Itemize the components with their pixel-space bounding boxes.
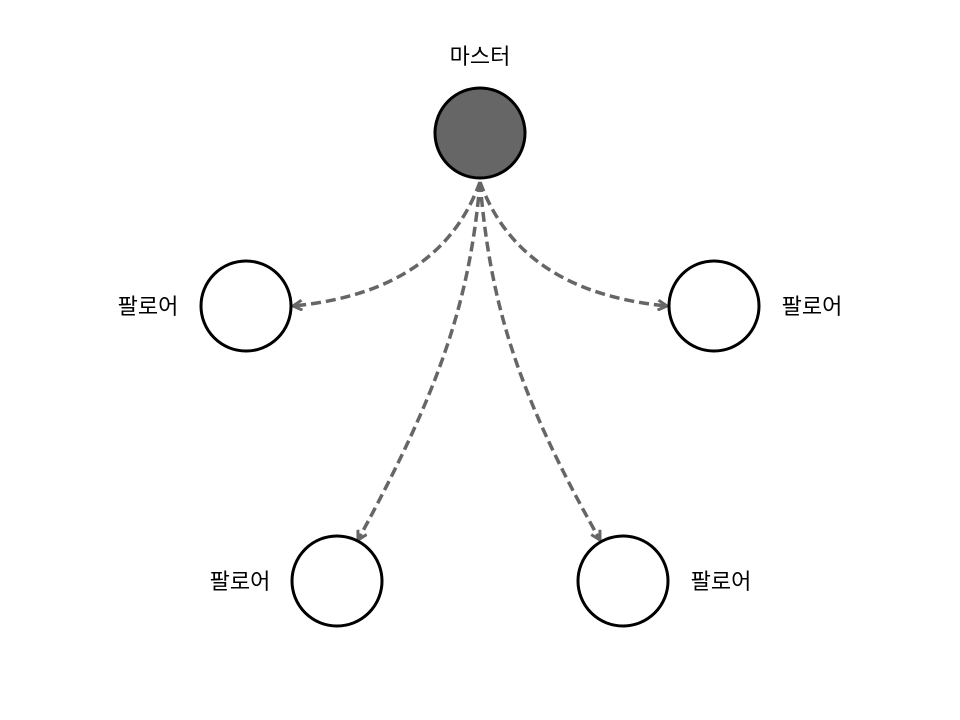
follower-node-bottom-left xyxy=(290,534,384,628)
master-node xyxy=(433,86,527,180)
follower-label-right: 팔로어 xyxy=(781,295,843,320)
follower-node-bottom-right xyxy=(576,534,670,628)
follower-node-right xyxy=(667,259,761,353)
master-label: 마스터 xyxy=(449,45,511,70)
arrow-to-follower-bottom-right xyxy=(478,181,602,540)
follower-label-bottom-left: 팔로어 xyxy=(209,570,271,595)
arrow-to-follower-right xyxy=(478,181,667,306)
follower-label-left: 팔로어 xyxy=(117,295,179,320)
follower-node-left xyxy=(199,259,293,353)
arrow-to-follower-left xyxy=(293,181,482,306)
follower-label-bottom-right: 팔로어 xyxy=(690,570,752,595)
arrow-to-follower-bottom-left xyxy=(358,181,482,540)
